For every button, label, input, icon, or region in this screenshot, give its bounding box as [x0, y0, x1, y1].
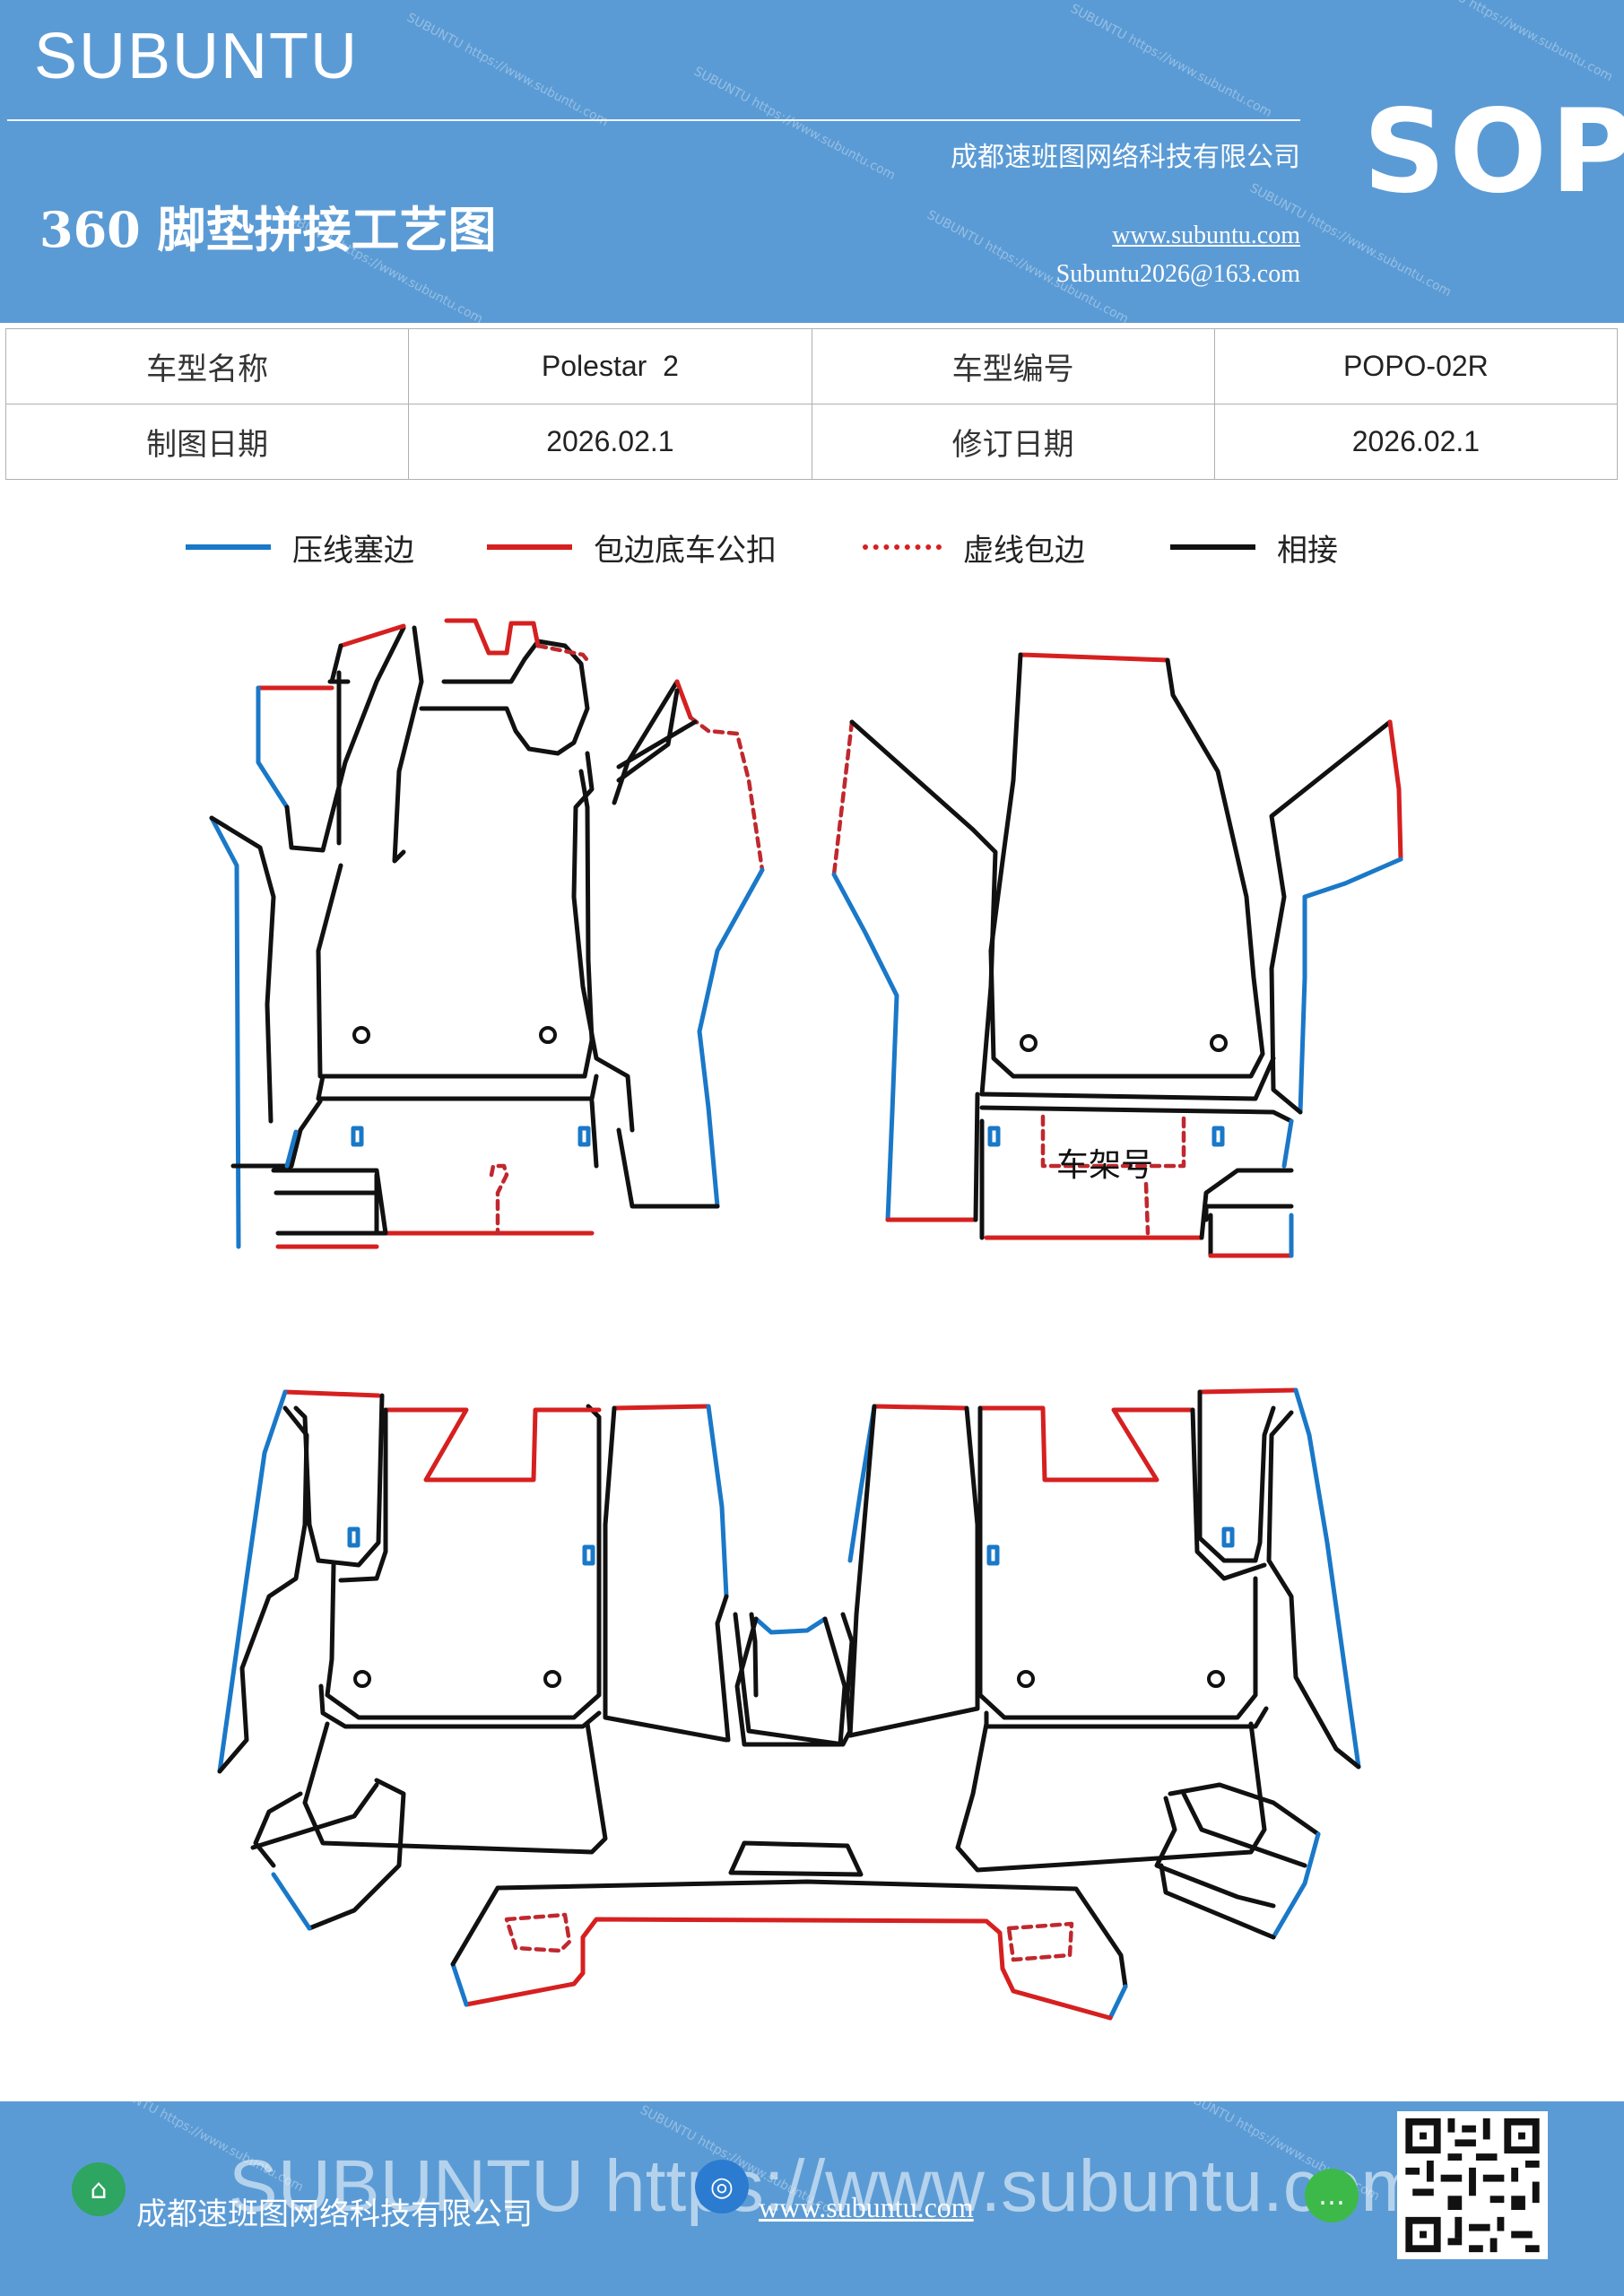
building-icon: ⌂	[72, 2162, 126, 2216]
model-name-label: 车型名称	[4, 328, 410, 404]
legend-item-edge-clip: 包边底车公扣	[487, 525, 777, 570]
model-name-value: Polestar 2	[408, 328, 812, 404]
brand-logo-text: SUBUNTU	[34, 21, 360, 92]
qr-code	[1397, 2111, 1548, 2259]
model-code-value: POPO-02R	[1213, 328, 1619, 404]
legend-item-joined: 相接	[1170, 525, 1338, 570]
page-title: 360 脚垫拼接工艺图	[39, 201, 497, 258]
revision-date-value: 2026.02.1	[1213, 404, 1619, 480]
table-row: 制图日期 2026.02.1 修订日期 2026.02.1	[4, 404, 1619, 480]
company-name: 成都速班图网络科技有限公司	[951, 142, 1300, 173]
front-right-mat	[831, 652, 1403, 1258]
legend-label: 压线塞边	[292, 532, 414, 569]
legend-label: 虚线包边	[963, 532, 1085, 569]
legend-swatch	[487, 544, 572, 550]
header-banner: SUBUNTU https://www.subuntu.com SUBUNTU …	[0, 0, 1624, 323]
table-row: 车型名称 Polestar 2 车型编号 POPO-02R	[4, 328, 1619, 404]
legend-item-dotted-edge: 虚线包边	[863, 525, 1085, 570]
sop-badge: SOP	[1363, 85, 1624, 219]
wechat-icon: …	[1305, 2169, 1359, 2222]
footer-watermark-text: SUBUNTU https://www.subuntu.com	[229, 2145, 1422, 2227]
header-divider	[7, 119, 1300, 121]
model-code-label: 车型编号	[811, 328, 1215, 404]
email-address[interactable]: Subuntu2026@163.com	[1055, 260, 1300, 288]
legend-swatch	[1170, 544, 1255, 550]
rear-bottom-strip	[450, 1879, 1128, 2021]
drawing-date-label: 制图日期	[4, 404, 410, 480]
globe-icon: ◎	[695, 2160, 749, 2213]
vehicle-info-table: 车型名称 Polestar 2 车型编号 POPO-02R 制图日期 2026.…	[4, 328, 1619, 480]
footer-company-name: 成都速班图网络科技有限公司	[136, 2196, 533, 2232]
footer-website-link[interactable]: www.subuntu.com	[759, 2191, 974, 2223]
legend-label: 包边底车公扣	[594, 532, 777, 569]
legend-item-seam-press: 压线塞边	[186, 525, 414, 570]
rear-left-mat	[217, 1389, 731, 1931]
rear-right-mat	[847, 1387, 1361, 1940]
frame-number-label: 车架号	[1056, 1147, 1154, 1184]
legend-label: 相接	[1277, 532, 1338, 569]
qr-code-image	[1398, 2111, 1547, 2259]
front-left-mat	[209, 618, 765, 1249]
revision-date-label: 修订日期	[811, 404, 1215, 480]
legend-swatch	[186, 544, 271, 550]
rear-center-mat	[728, 1612, 864, 1877]
legend-swatch	[863, 544, 942, 550]
footer-banner: SUBUNTU https://www.subuntu.com SUBUNTU …	[0, 2101, 1624, 2296]
website-link[interactable]: www.subuntu.com	[1112, 222, 1300, 249]
